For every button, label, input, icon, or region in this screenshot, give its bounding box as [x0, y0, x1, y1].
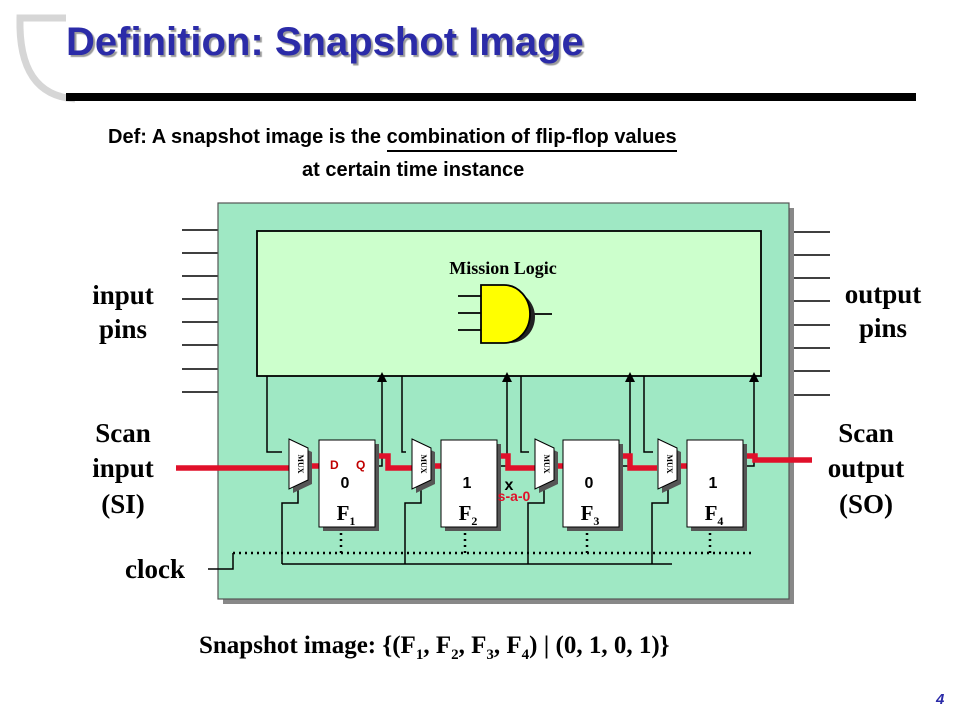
page-number: 4: [936, 691, 945, 708]
output-pins-label-2: pins: [859, 313, 907, 343]
mux-label: MUX: [542, 454, 551, 473]
clock-input-line: [208, 553, 234, 570]
flip-flop-value: 1: [463, 475, 472, 492]
mux-3: MUX: [534, 438, 558, 493]
snapshot-caption: Snapshot image: {(F1, F2, F3, F4) | (0, …: [199, 632, 670, 663]
input-pins-label-1: input: [92, 280, 154, 310]
scan-chain-path: [176, 453, 812, 471]
flip-flop-4: 1 F4: [686, 439, 747, 531]
output-pins-label-1: output: [845, 279, 922, 309]
flip-flop-name: F3: [581, 501, 600, 528]
arrowheads: [377, 372, 759, 382]
flip-flop-3: 0 F3: [562, 439, 623, 531]
scan-input-label-2: input: [92, 453, 154, 483]
definition-line-2: at certain time instance: [302, 159, 525, 181]
mux-label: MUX: [419, 454, 428, 473]
flip-flop-name: F4: [705, 501, 724, 528]
flip-flop-1: D Q 0 F1: [318, 439, 379, 531]
definition-prefix: Def: A snapshot image is the: [108, 126, 387, 148]
definition-highlight: combination of flip-flop values: [386, 126, 677, 152]
fault-label: s-a-0: [498, 488, 531, 504]
q-label: Q: [356, 458, 365, 472]
mux-1: MUX: [288, 438, 312, 493]
fault-marker: x: [505, 477, 514, 494]
scan-output-label-3: (SO): [839, 489, 893, 519]
scan-input-label-3: (SI): [101, 489, 145, 519]
flip-flop-value: 1: [709, 475, 718, 492]
mux-4: MUX: [657, 438, 681, 493]
input-pin-lines: [182, 229, 218, 393]
corner-swoosh: [16, 14, 76, 103]
flip-flop-value: 0: [585, 475, 594, 492]
flip-flop-value: 0: [341, 475, 350, 492]
mux-2: MUX: [411, 438, 435, 493]
title-underline: [66, 93, 916, 101]
d-label: D: [330, 458, 339, 472]
mux-label: MUX: [665, 454, 674, 473]
input-pins-label-2: pins: [99, 314, 147, 344]
definition-line-1: Def: A snapshot image is the combination…: [108, 126, 677, 152]
flip-flop-name: F1: [337, 501, 356, 528]
output-pin-lines: [790, 231, 830, 396]
slide-title: Definition: Snapshot Image: [66, 20, 584, 64]
scan-output-label-2: output: [828, 453, 905, 483]
flip-flop-2: 1 F2: [440, 439, 501, 531]
and-gate-icon: [458, 284, 552, 344]
flip-flop-name: F2: [459, 501, 478, 528]
scan-output-label-1: Scan: [838, 418, 894, 448]
mux-label: MUX: [296, 454, 305, 473]
clock-label: clock: [125, 554, 185, 584]
mission-logic-label: Mission Logic: [449, 258, 557, 278]
scan-input-label-1: Scan: [95, 418, 151, 448]
clock-dotted-net: [233, 527, 755, 555]
